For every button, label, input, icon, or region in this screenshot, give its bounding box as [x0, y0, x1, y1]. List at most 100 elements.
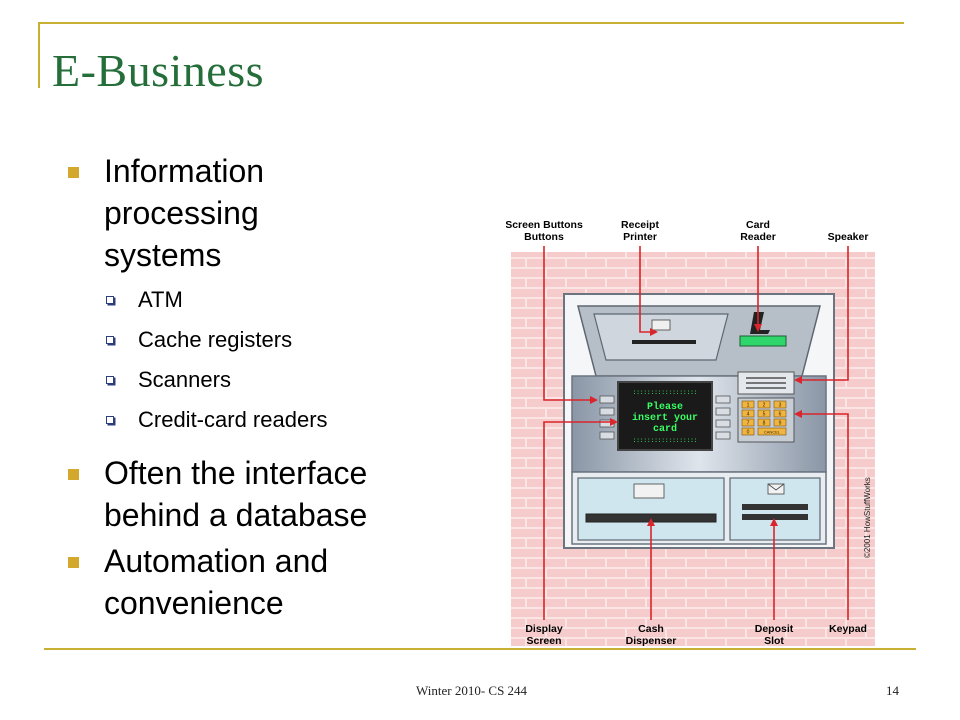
- arrowhead: [647, 518, 655, 526]
- screen-text-line: card: [653, 423, 677, 435]
- callout-arrowheads: [590, 324, 802, 526]
- label-cash-dispenser: Cash: [638, 623, 664, 635]
- arrowhead: [650, 328, 658, 336]
- bullet-line: convenience: [104, 585, 284, 621]
- keypad-key: [741, 418, 755, 427]
- bullet-line: behind a database: [104, 497, 368, 533]
- screen-button: [715, 395, 731, 404]
- sub-bullet-label: Scanners: [138, 367, 231, 392]
- bullet-line: systems: [104, 237, 222, 273]
- keypad-key-label: 5: [763, 412, 766, 418]
- keypad-keys: 1 2 3 4 5 6 7 8 9 0 CANCEL: [741, 400, 787, 436]
- sub-bullet-label: Cache registers: [138, 327, 293, 352]
- card-icon: [750, 312, 770, 334]
- screen-button: [715, 407, 731, 416]
- callout-speaker: [798, 246, 849, 381]
- screen-button: [599, 395, 615, 404]
- arrowhead: [794, 376, 802, 384]
- callout-screen-buttons: [543, 246, 594, 401]
- keypad-key-label: 8: [763, 421, 766, 427]
- bottom-rule: [44, 648, 916, 650]
- arrowhead: [794, 410, 802, 418]
- hollow-square-bullet-icon: [106, 296, 114, 304]
- envelope-icon: [767, 483, 785, 495]
- keypad-key-label: 4: [747, 412, 750, 418]
- label-deposit-slot: Deposit: [755, 623, 794, 635]
- copyright-text: ©2001 HowStuffWorks: [863, 477, 872, 558]
- callout-display-screen: [543, 421, 614, 620]
- bullet-line: Often the interface: [104, 455, 368, 491]
- atm-diagram: :::::::::::::::::: Please insert your ca…: [506, 219, 875, 647]
- slide-title: E-Business: [52, 45, 264, 96]
- keypad-key-label: 9: [779, 421, 782, 427]
- display-screen: [617, 381, 713, 451]
- keypad-key: [773, 409, 787, 418]
- keypad-key: [741, 409, 755, 418]
- receipt-slot: [632, 340, 696, 344]
- keypad-key-label: CANCEL: [764, 430, 781, 435]
- keypad-key: [773, 418, 787, 427]
- sub-bullet-label: ATM: [138, 287, 183, 312]
- bullet-list: Information processing systems ATM Cache…: [66, 150, 446, 628]
- arrowhead: [770, 518, 778, 526]
- arrowhead: [754, 324, 762, 332]
- keypad-key-label: 7: [747, 421, 750, 427]
- keypad-key-label: 0: [747, 430, 750, 436]
- keypad-key-label: 6: [779, 412, 782, 418]
- callout-keypad: [798, 413, 849, 620]
- bullet-information-processing: Information processing systems: [66, 150, 446, 276]
- keypad-key-label: 1: [747, 403, 750, 409]
- square-bullet-icon: [68, 557, 79, 568]
- label-receipt-printer: Receipt: [621, 219, 659, 231]
- screen-dots: ::::::::::::::::::: [633, 437, 698, 444]
- screen-text-line: Please: [647, 401, 683, 413]
- label-receipt-printer-2: Printer: [623, 231, 657, 243]
- bullet-interface-database: Often the interface behind a database: [66, 452, 446, 536]
- bullet-automation: Automation and convenience: [66, 540, 446, 624]
- label-display-screen: Display: [525, 623, 563, 635]
- screen-button: [599, 407, 615, 416]
- hollow-square-bullet-icon: [106, 376, 114, 384]
- square-bullet-icon: [68, 469, 79, 480]
- label-cash-dispenser-2: Dispenser: [626, 635, 677, 647]
- screen-button: [715, 431, 731, 440]
- keypad-key: [757, 418, 771, 427]
- callout-receipt-printer: [639, 246, 654, 333]
- label-speaker: Speaker: [828, 231, 869, 243]
- label-keypad: Keypad: [829, 623, 867, 635]
- sub-bullet-atm: ATM: [66, 280, 446, 320]
- bullet-line: processing: [104, 195, 259, 231]
- keypad-key: [741, 427, 755, 436]
- sub-bullet-label: Credit-card readers: [138, 407, 328, 432]
- screen-text-line: insert your: [632, 412, 698, 424]
- cash-icon: [633, 483, 665, 499]
- receipt-icon: [651, 319, 671, 331]
- label-display-screen-2: Screen: [526, 635, 561, 647]
- arrowhead: [610, 418, 618, 426]
- left-rule: [38, 22, 40, 88]
- receipt-printer: [593, 313, 729, 361]
- bullet-line: Information: [104, 153, 265, 189]
- sub-bullet-cache-registers: Cache registers: [66, 320, 446, 360]
- keypad-key: [757, 400, 771, 409]
- footer-course: Winter 2010- CS 244: [416, 683, 528, 698]
- keypad-key: [757, 409, 771, 418]
- keypad-key: [773, 400, 787, 409]
- label-screen-buttons: Screen Buttons: [506, 219, 583, 231]
- top-rule: [38, 22, 904, 24]
- sub-bullet-list: ATM Cache registers Scanners Credit-card…: [66, 280, 446, 440]
- arrowhead: [590, 396, 598, 404]
- page-number: 14: [886, 683, 899, 698]
- sub-bullet-scanners: Scanners: [66, 360, 446, 400]
- envelope-flap: [767, 483, 785, 491]
- label-screen-buttons-2: Buttons: [524, 231, 564, 243]
- callout-lines: [543, 246, 849, 620]
- screen-button: [715, 419, 731, 428]
- label-card-reader-2: Reader: [740, 231, 776, 243]
- keypad-key-label: 2: [763, 403, 766, 409]
- screen-dots: ::::::::::::::::::: [633, 389, 698, 396]
- square-bullet-icon: [68, 167, 79, 178]
- screen-button: [599, 431, 615, 440]
- keypad-key-label: 3: [779, 403, 782, 409]
- deposit-slot-lower: [742, 514, 808, 520]
